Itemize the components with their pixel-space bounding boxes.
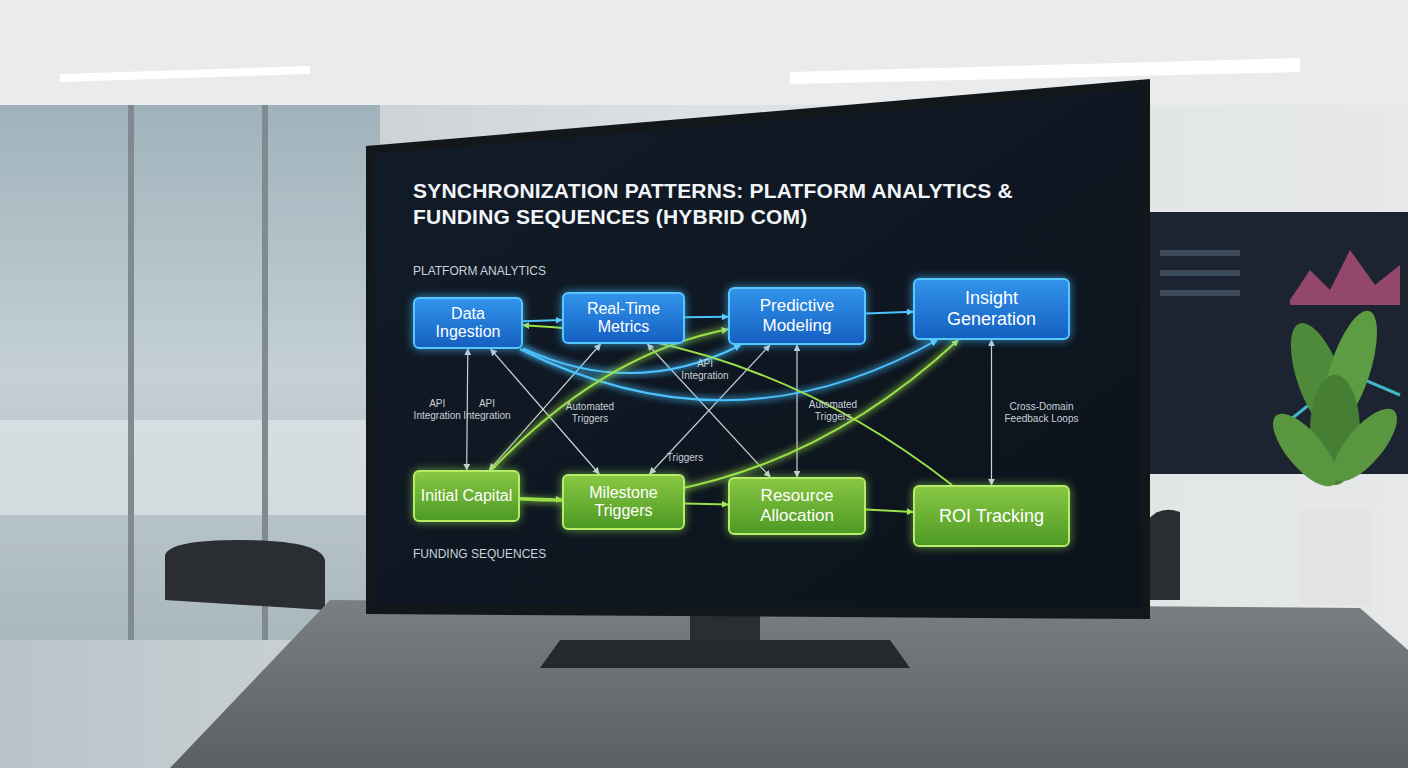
analytics-step: Real-Time Metrics bbox=[562, 292, 685, 344]
connector bbox=[866, 312, 913, 314]
dashboard-row bbox=[1160, 270, 1240, 276]
connector bbox=[520, 340, 937, 400]
node-text: Insight Generation bbox=[920, 288, 1063, 329]
node-text: Predictive Modeling bbox=[735, 296, 859, 335]
connector-glow bbox=[520, 340, 937, 400]
ceiling-light bbox=[790, 58, 1300, 84]
funding-step: ROI Tracking bbox=[913, 485, 1070, 547]
chair bbox=[1148, 510, 1180, 600]
connector bbox=[796, 345, 797, 477]
glass-window bbox=[0, 105, 380, 640]
connector bbox=[467, 349, 468, 470]
connector bbox=[685, 503, 728, 504]
section-label: PLATFORM ANALYTICS bbox=[413, 264, 546, 278]
connector bbox=[866, 510, 913, 513]
analytics-step: Data Ingestion bbox=[413, 297, 523, 349]
node-text: Milestone Triggers bbox=[569, 484, 678, 521]
node-text: Initial Capital bbox=[421, 487, 513, 505]
connector bbox=[650, 345, 770, 474]
tv-bezel bbox=[366, 79, 1150, 619]
funding-step: Resource Allocation bbox=[728, 477, 866, 535]
plant bbox=[1262, 305, 1407, 605]
chair bbox=[165, 540, 325, 610]
connector-label: Cross-Domain Feedback Loops bbox=[999, 401, 1085, 425]
connector bbox=[648, 344, 771, 477]
connector-note: Automated Triggers bbox=[557, 401, 623, 425]
diagram-title: SYNCHRONIZATION PATTERNS: PLATFORM ANALY… bbox=[413, 178, 1013, 231]
connector bbox=[520, 498, 562, 500]
connector bbox=[491, 329, 728, 470]
frosted-band bbox=[0, 420, 380, 515]
table bbox=[170, 600, 1408, 768]
connector bbox=[523, 325, 952, 485]
connector bbox=[685, 316, 728, 319]
section-label: FUNDING SEQUENCES bbox=[413, 547, 546, 561]
node-text: ROI Tracking bbox=[939, 506, 1044, 527]
ceiling-light bbox=[60, 66, 310, 82]
dashboard-row bbox=[1160, 290, 1240, 296]
connector-note: API Integration bbox=[675, 358, 735, 382]
node-text: Resource Allocation bbox=[735, 486, 859, 525]
analytics-step: Predictive Modeling bbox=[728, 287, 866, 345]
connector-glow bbox=[491, 329, 728, 470]
node-text: Data Ingestion bbox=[420, 305, 516, 342]
analytics-step: Insight Generation bbox=[913, 278, 1070, 340]
connector bbox=[991, 340, 992, 485]
connector-note: API Integration bbox=[457, 398, 517, 422]
funding-step: Milestone Triggers bbox=[562, 474, 685, 530]
ceiling bbox=[0, 0, 1408, 105]
tv-stand-base bbox=[540, 640, 910, 668]
tv-screen bbox=[374, 89, 1141, 608]
dashboard-chart bbox=[1290, 250, 1400, 305]
connector-label: API Integration bbox=[409, 398, 465, 422]
connector-note: Triggers bbox=[655, 452, 715, 464]
window-mullion bbox=[128, 105, 134, 640]
connector bbox=[523, 320, 562, 321]
node-text: Real-Time Metrics bbox=[569, 300, 678, 337]
funding-step: Initial Capital bbox=[413, 470, 520, 522]
connector-label: Automated Triggers bbox=[802, 399, 864, 423]
dashboard-row bbox=[1160, 250, 1240, 256]
